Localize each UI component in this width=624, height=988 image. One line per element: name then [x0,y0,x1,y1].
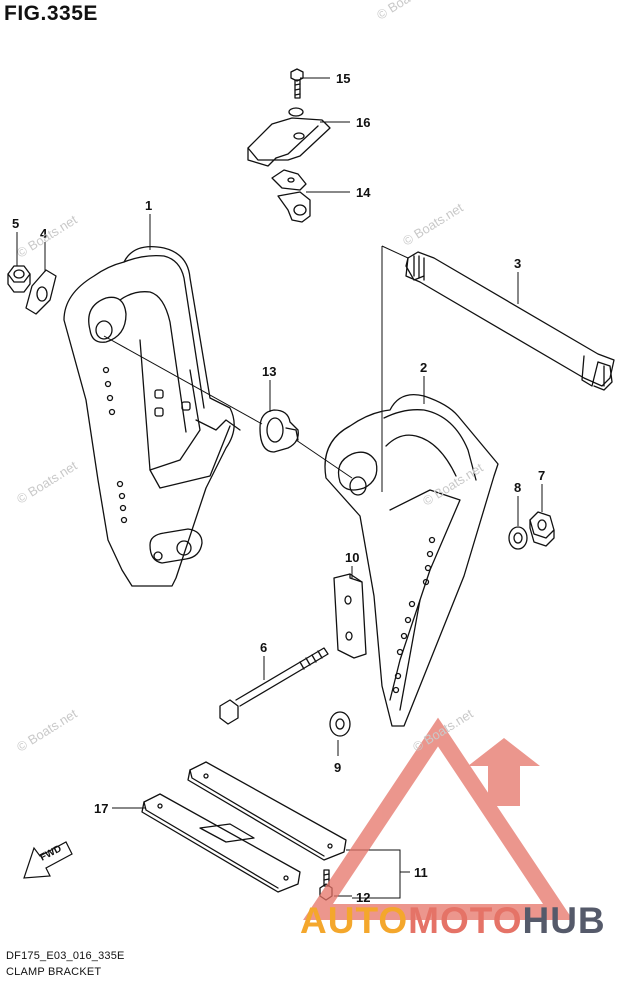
brand-hub: HUB [522,900,606,941]
callout-14: 14 [356,185,371,200]
brand-moto: MOTO [408,900,523,941]
callout-9: 9 [334,760,341,775]
callout-3: 3 [514,256,521,271]
part-6-bolt [219,647,329,725]
brand-auto: AUTO [300,900,409,941]
part-15-bolt [290,68,304,99]
part-10-plate [333,573,367,659]
figure-code: DF175_E03_016_335E [6,950,125,962]
figure-caption: CLAMP BRACKET [6,966,102,978]
part-1-clamp-bracket [63,245,241,587]
callout-12: 12 [356,890,370,905]
part-14-bracket [271,169,311,223]
callout-16: 16 [356,115,370,130]
fwd-arrow: FWD [23,841,73,879]
part-numbers: 15 16 14 1 5 4 3 2 13 7 8 10 6 9 17 11 1… [12,71,545,905]
callout-8: 8 [514,480,521,495]
part-8-washer [508,526,528,550]
callout-7: 7 [538,468,545,483]
callout-15: 15 [336,71,350,86]
callout-2: 2 [420,360,427,375]
figure-title: FIG.335E [4,2,98,25]
brand-wordmark: AUTOMOTOHUB [300,900,606,942]
callout-1: 1 [145,198,152,213]
part-11-pad [187,761,347,861]
part-4-washer [25,269,57,315]
part-17-pad [141,793,301,893]
part-16-cover [247,107,331,167]
part-2-clamp-bracket [324,393,499,727]
part-9-washer [329,711,351,737]
callout-11: 11 [414,865,428,880]
part-7-nut [529,511,555,547]
callout-4: 4 [40,226,48,241]
part-5-nut [7,265,31,293]
leader-lines [16,77,543,899]
callout-10: 10 [345,550,359,565]
automotohub-logo-icon [303,717,573,920]
callout-13: 13 [262,364,276,379]
part-13-bushing [259,409,299,453]
part-3-tilt-tube [405,251,615,391]
callout-6: 6 [260,640,267,655]
callout-17: 17 [94,801,108,816]
callout-5: 5 [12,216,19,231]
